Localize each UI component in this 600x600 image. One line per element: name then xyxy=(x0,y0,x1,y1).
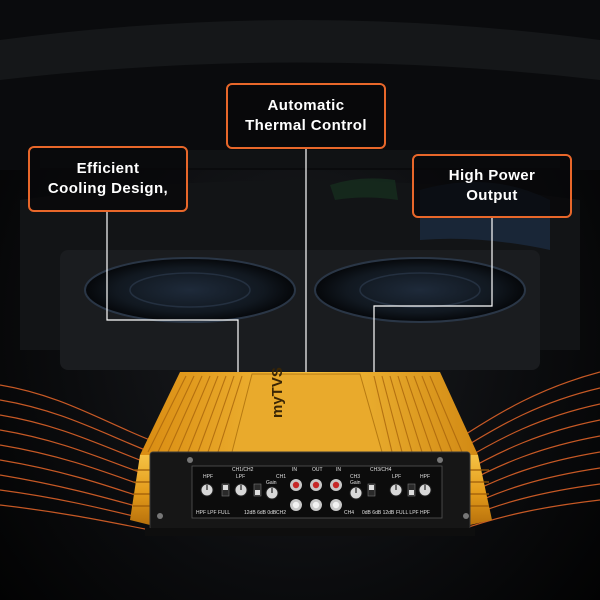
label-hpf-left: HPF xyxy=(203,474,213,480)
callout-thermal-line1: Automatic xyxy=(267,97,345,114)
label-bass-left: 12dB 6dB 0dB xyxy=(244,510,277,516)
callout-power-line2: Output xyxy=(466,187,518,204)
label-in-left: IN xyxy=(292,467,297,473)
label-bass-right: 0dB 6dB 12dB xyxy=(362,510,395,516)
rca-input-white-right[interactable] xyxy=(332,501,340,509)
screw-icon xyxy=(437,457,443,463)
label-ch34: CH3/CH4 xyxy=(370,467,392,473)
label-lpf-left: LPF xyxy=(236,474,245,480)
screw-icon xyxy=(157,513,163,519)
label-ch1: CH1 xyxy=(276,474,286,480)
label-out: OUT xyxy=(312,467,323,473)
label-modes-right: FULL LPF HPF xyxy=(396,510,430,516)
screw-icon xyxy=(187,457,193,463)
label-ch3: CH3 xyxy=(350,474,360,480)
callout-thermal-control: Automatic Thermal Control xyxy=(226,83,386,149)
callout-cooling-design: Efficient Cooling Design, xyxy=(28,146,188,212)
rca-input-white[interactable] xyxy=(292,501,300,509)
label-lpf-right: LPF xyxy=(392,474,401,480)
rca-output-red[interactable] xyxy=(312,481,320,489)
label-gain-left: Gain xyxy=(266,480,277,486)
callout-power-line1: High Power xyxy=(448,167,536,184)
speaker-left xyxy=(84,257,296,323)
label-modes-left: HPF LPF FULL xyxy=(196,510,230,516)
label-ch2: CH2 xyxy=(276,510,286,516)
screw-icon xyxy=(463,513,469,519)
label-gain-right: Gain xyxy=(350,480,361,486)
decorative-wave-lines xyxy=(0,371,600,531)
callout-connectors xyxy=(106,149,493,372)
amplifier: myTVS CH1/CH xyxy=(130,367,492,536)
callout-high-power: High Power Output xyxy=(412,154,572,218)
label-ch4: CH4 xyxy=(344,510,354,516)
rca-input-red-right[interactable] xyxy=(332,481,340,489)
rca-input-red[interactable] xyxy=(292,481,300,489)
label-in-right: IN xyxy=(336,467,341,473)
speaker-right xyxy=(314,257,526,323)
label-hpf-right: HPF xyxy=(420,474,430,480)
callout-cooling-line2: Cooling Design, xyxy=(47,180,169,197)
callout-cooling-line1: Efficient xyxy=(76,160,140,177)
callout-thermal-line2: Thermal Control xyxy=(245,117,367,134)
rca-output-white[interactable] xyxy=(312,501,320,509)
label-ch12: CH1/CH2 xyxy=(232,467,254,473)
brand-logo: myTVS xyxy=(269,367,286,418)
rca-jacks xyxy=(290,479,342,511)
